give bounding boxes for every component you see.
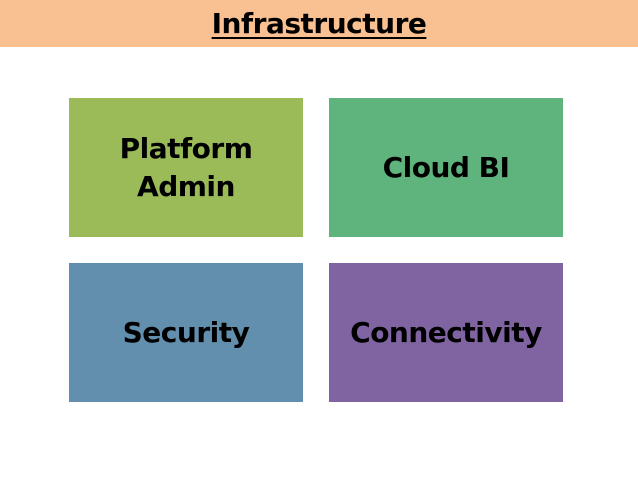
tile-label-connectivity: Connectivity [350,315,542,349]
tile-cloud-bi: Cloud BI [329,98,563,237]
tile-security: Security [69,263,303,402]
tile-connectivity: Connectivity [329,263,563,402]
tile-label-security: Security [122,315,250,349]
page-title: Infrastructure [211,7,427,40]
tile-label-cloud-bi: Cloud BI [382,150,510,184]
tile-platform-admin: Platform Admin [69,98,303,237]
title-bar: Infrastructure [0,0,638,47]
tile-label-platform-admin: Platform Admin [119,131,253,203]
